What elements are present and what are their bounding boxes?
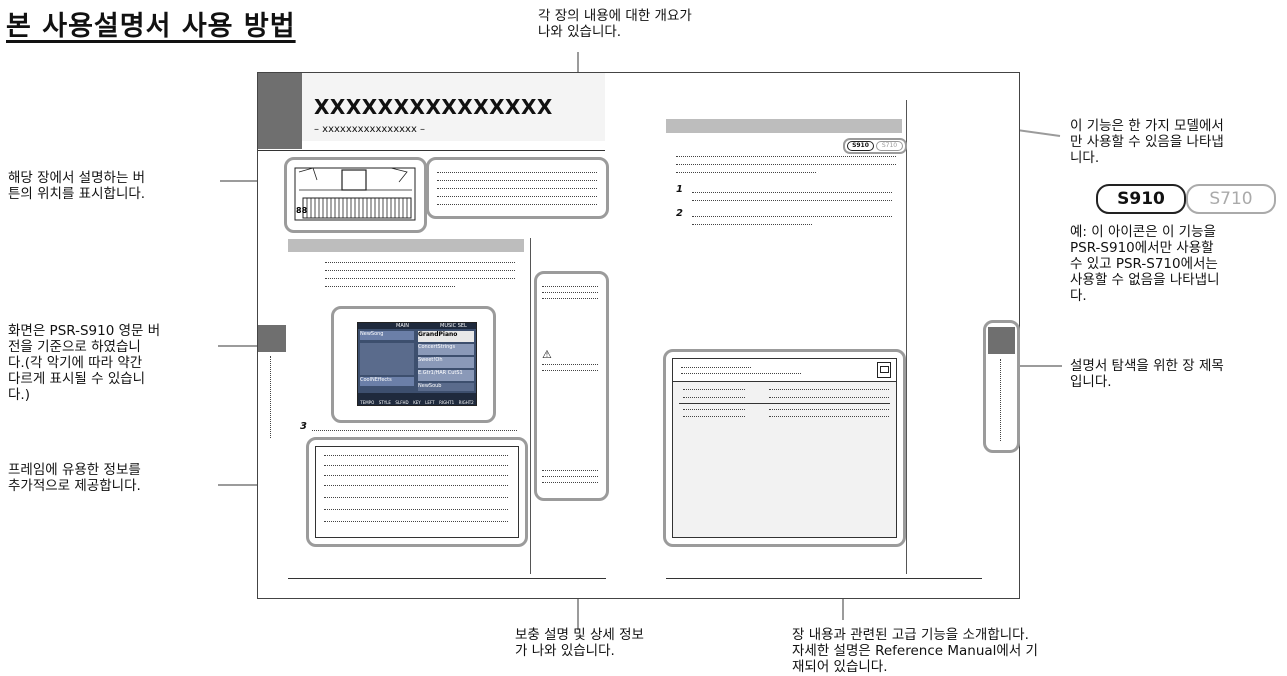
svg-text:88: 88 [296, 206, 308, 215]
column-divider [530, 238, 531, 574]
info-frame-callout [306, 437, 528, 547]
step-number-2: 2 [676, 208, 683, 219]
right-nav-tab [988, 327, 1015, 354]
info-frame-box [315, 446, 519, 538]
right-nav-dots [1000, 359, 1001, 441]
right-page-divider [906, 100, 907, 574]
right-bottom-rule [666, 578, 982, 579]
lcd-bottom-item: NewSoub [418, 383, 474, 391]
step-number-3: 3 [300, 421, 307, 432]
section-heading-bar [288, 239, 524, 252]
lcd-voice-4: E.Gtr1/HAR CutS1 [418, 370, 474, 381]
lcd-left-item: NewSong [360, 331, 414, 340]
sidebar-notes-callout: ⚠ [534, 271, 609, 501]
keyboard-illustration-callout: 88 [284, 157, 427, 233]
model-badge-s710-icon: S710 [1186, 184, 1276, 214]
screen-image-callout: MAIN MUSIC SEL NewSong CoolNEffects Gran… [331, 306, 496, 423]
lcd-left-panel [360, 343, 414, 375]
lcd-voice-1: GrandPiano [418, 331, 474, 342]
page-title: 본 사용설명서 사용 방법 [6, 11, 296, 42]
reference-book-icon [877, 362, 891, 378]
chapter-header-bg [302, 73, 605, 141]
chapter-tab-block [258, 73, 302, 149]
lcd-right-header: MUSIC SEL [440, 323, 467, 329]
lcd-voice-2: ConcertStrings [418, 344, 474, 355]
right-nav-tab-callout [983, 320, 1020, 453]
model-badge-s910-icon: S910 [1096, 184, 1186, 214]
advanced-feature-header [673, 359, 896, 382]
advanced-feature-callout [663, 349, 906, 547]
chapter-subtitle: – xxxxxxxxxxxxxxxx – [314, 124, 426, 135]
lcd-header: MAIN [396, 323, 409, 329]
keyboard-icon: 88 [294, 167, 416, 221]
advanced-feature-box [672, 358, 897, 538]
annotation-advanced-features: 장 내용과 관련된 고급 기능을 소개합니다.자세한 설명은 Reference… [792, 627, 1038, 675]
lcd-screen: MAIN MUSIC SEL NewSong CoolNEffects Gran… [357, 322, 477, 406]
overview-text-callout [426, 157, 609, 219]
left-nav-dots [270, 356, 271, 438]
header-rule [258, 150, 605, 151]
left-bottom-rule [288, 578, 606, 579]
step-number-1: 1 [676, 184, 683, 195]
chapter-title: XXXXXXXXXXXXXXX [314, 95, 553, 119]
mini-badge-s910-icon: S910 [847, 141, 874, 151]
lcd-left-item-2: CoolNEffects [360, 377, 414, 386]
model-badge-callout: S910 S710 [843, 138, 907, 154]
mini-badge-s710-icon: S710 [876, 141, 903, 151]
right-section-bar [666, 119, 902, 133]
left-nav-tab [258, 325, 286, 352]
warning-icon: ⚠ [542, 348, 552, 361]
lcd-voice-3: Sweet!Oh [418, 357, 474, 368]
